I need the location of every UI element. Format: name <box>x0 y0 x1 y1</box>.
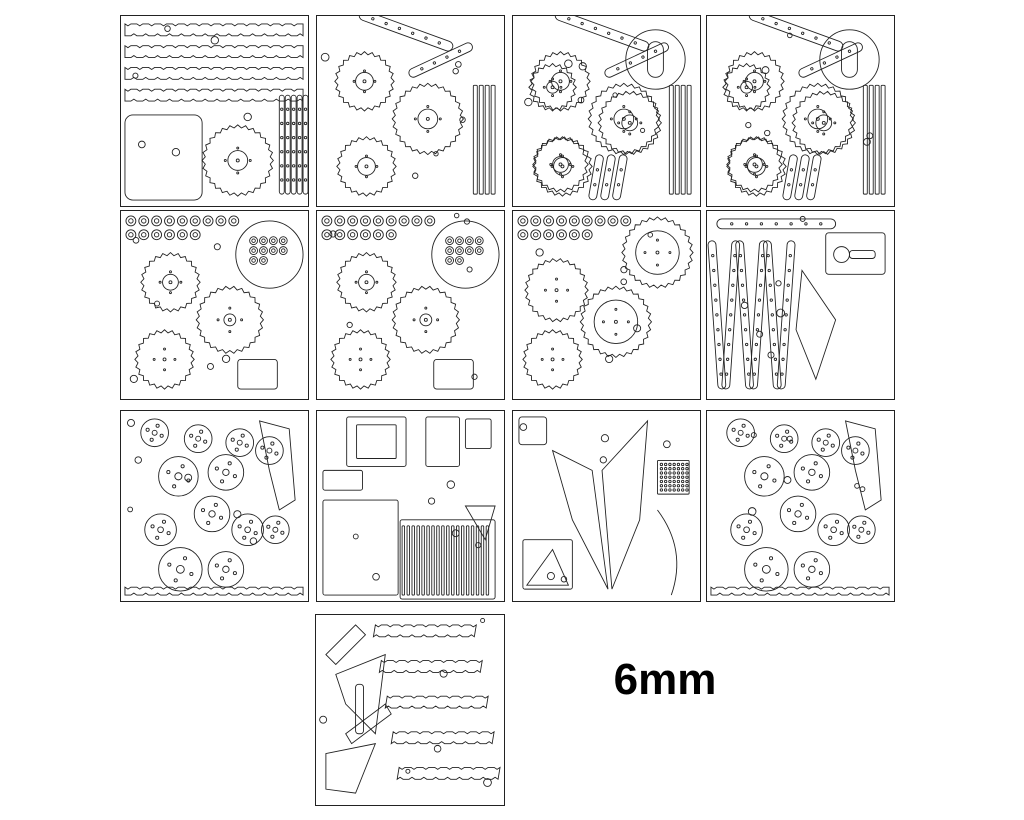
cut-sheet-sheet-r1c3 <box>512 15 701 207</box>
cut-sheet-sheet-r1c2 <box>316 15 505 207</box>
cut-sheet-sheet-r2c4 <box>706 210 895 400</box>
sheet-parts-drawing <box>124 418 304 596</box>
sheet-parts-drawing <box>518 416 690 596</box>
sheet-parts-drawing <box>722 16 886 201</box>
sheet-parts-drawing <box>320 16 496 197</box>
cut-sheet-sheet-r3c2 <box>316 410 505 602</box>
sheet-parts-drawing <box>517 215 694 390</box>
sheet-parts-drawing <box>124 23 308 201</box>
cut-sheet-sheet-r2c1 <box>120 210 309 400</box>
sheet-parts-drawing <box>319 617 501 794</box>
cut-sheet-sheet-r3c4 <box>706 410 895 602</box>
cut-sheet-sheet-r4c1 <box>315 614 505 806</box>
sheet-parts-drawing <box>710 418 890 596</box>
sheet-parts-drawing <box>125 215 304 390</box>
cut-sheet-sheet-r1c4 <box>706 15 895 207</box>
thickness-label: 6mm <box>613 655 717 704</box>
cut-sheet-sheet-r3c3 <box>512 410 701 602</box>
cut-sheet-sheet-r2c2 <box>316 210 505 400</box>
cut-sheet-sheet-r1c1 <box>120 15 309 207</box>
cut-sheet-sheet-r3c1 <box>120 410 309 602</box>
sheet-parts-drawing <box>322 416 496 600</box>
cut-sheet-sheet-r2c3 <box>512 210 701 400</box>
sheet-parts-drawing <box>524 16 692 201</box>
sheet-parts-drawing <box>321 212 500 390</box>
sheet-parts-drawing <box>707 215 886 390</box>
